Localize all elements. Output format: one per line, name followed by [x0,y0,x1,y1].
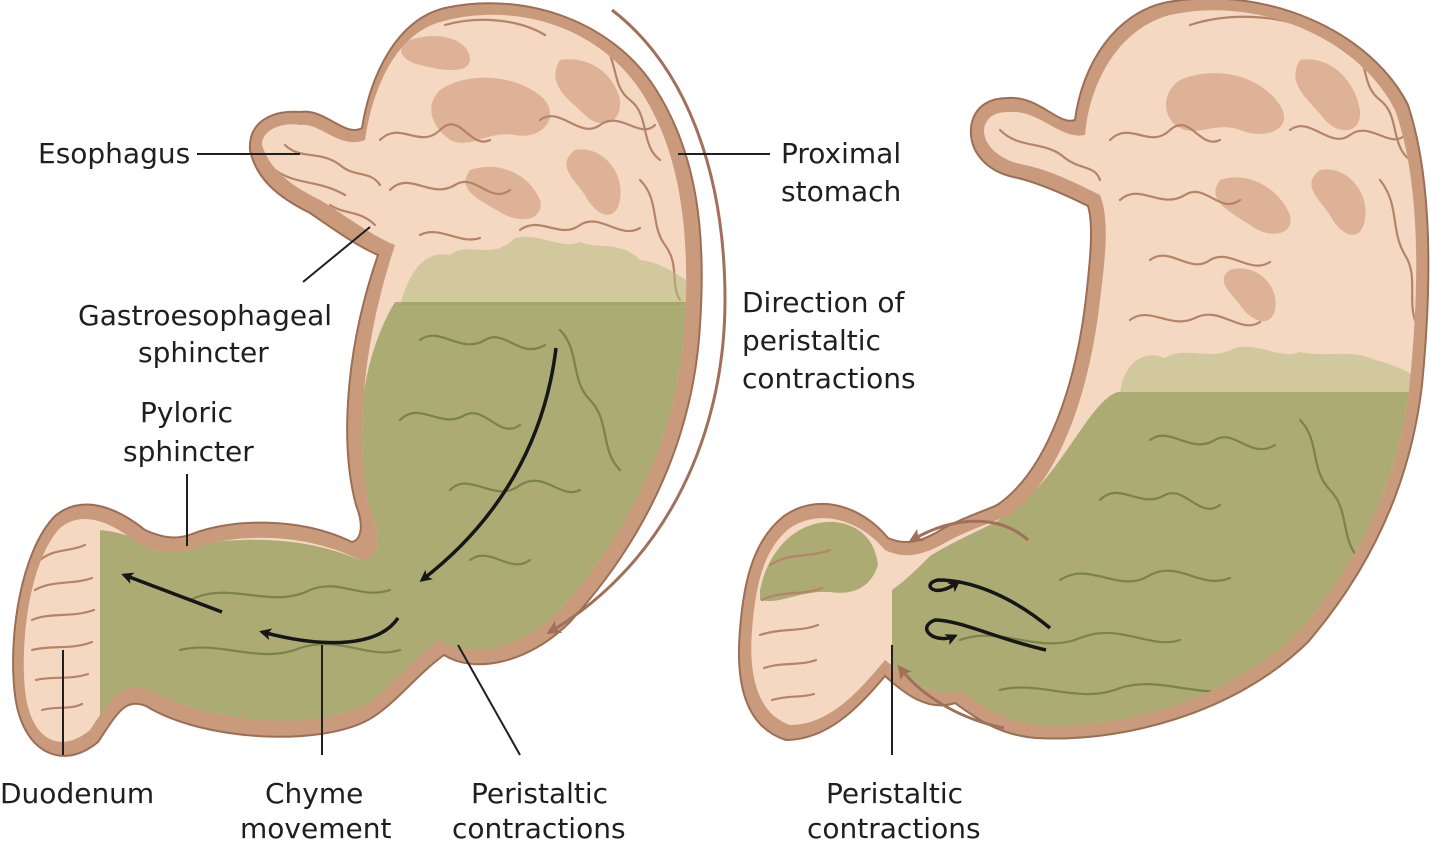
contraction-arrow-bottom [897,664,1005,730]
contraction-arrow-top [908,519,1029,543]
retropulsion-arrow-bottom [925,618,1047,652]
right-chyme-upper [1120,346,1417,392]
label-peristaltic-left-2: contractions [452,812,626,841]
chyme-arrow-curve [259,616,400,645]
label-duodenum: Duodenum [0,777,154,810]
label-peristaltic-right-2: contractions [807,812,981,841]
direction-arc-arrow [546,8,727,635]
label-chyme-1: Chyme [265,777,363,810]
labels: Esophagus Proximal stomach Gastroesophag… [0,137,981,841]
right-duodenum-chyme [760,521,878,602]
label-gastroesophageal-2: sphincter [138,336,269,369]
label-gastroesophageal-1: Gastroesophageal [78,299,332,332]
label-chyme-2: movement [240,812,391,841]
right-chyme [892,392,1417,726]
left-chyme-upper [400,236,687,305]
peristaltic-left-leader [457,644,521,756]
retropulsion-arrow-top [928,578,1052,630]
label-peristaltic-left-1: Peristaltic [471,777,608,810]
label-direction-3: contractions [742,362,916,395]
label-pyloric-1: Pyloric [140,396,233,429]
label-direction-2: peristaltic [742,324,881,357]
chyme-arrow-down [419,347,558,582]
label-peristaltic-right-1: Peristaltic [826,777,963,810]
label-direction-1: Direction of [742,286,906,319]
label-pyloric-2: sphincter [123,435,254,468]
chyme-arrow-duodenum [121,572,223,614]
left-stomach [12,2,727,757]
label-proximal-stomach-1: Proximal [781,137,901,170]
label-proximal-stomach-2: stomach [781,175,901,208]
label-esophagus: Esophagus [38,137,190,170]
gastro-leader [302,226,371,283]
leader-lines [62,153,893,756]
